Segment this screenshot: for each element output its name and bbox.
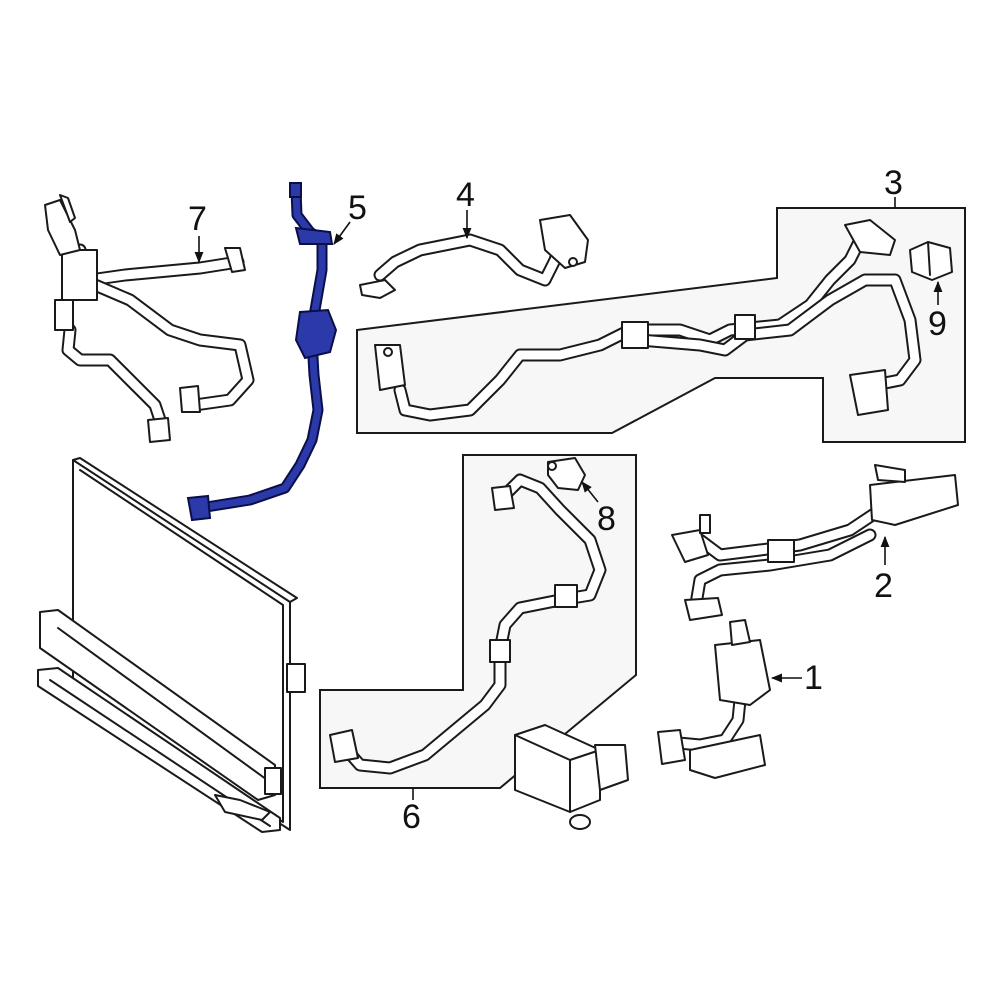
part-1-ac-line[interactable] <box>657 619 771 779</box>
part-4-ac-line[interactable] <box>359 214 589 299</box>
part-9-cap[interactable] <box>909 241 953 281</box>
callout-9[interactable]: 9 <box>928 305 947 343</box>
part-6-group-box <box>319 454 637 789</box>
callout-8[interactable]: 8 <box>597 500 616 538</box>
callout-3[interactable]: 3 <box>884 164 903 202</box>
callout-6[interactable]: 6 <box>402 798 421 836</box>
part-5-ac-line-highlighted[interactable] <box>186 182 338 522</box>
callout-2[interactable]: 2 <box>874 567 893 605</box>
leader-8 <box>581 481 599 503</box>
part-7-ac-line[interactable] <box>44 194 255 443</box>
part-8-seal[interactable] <box>547 457 586 491</box>
part-3-ac-line-assembly[interactable] <box>374 219 922 422</box>
callout-1[interactable]: 1 <box>804 659 823 697</box>
condenser[interactable] <box>37 457 306 833</box>
callout-4[interactable]: 4 <box>456 176 475 214</box>
callout-5[interactable]: 5 <box>348 189 367 227</box>
receiver-dryer-block <box>514 724 629 830</box>
part-6-ac-line[interactable] <box>329 473 607 775</box>
callout-7[interactable]: 7 <box>188 200 207 238</box>
leader-5 <box>333 221 351 245</box>
part-2-ac-line[interactable] <box>671 464 959 621</box>
